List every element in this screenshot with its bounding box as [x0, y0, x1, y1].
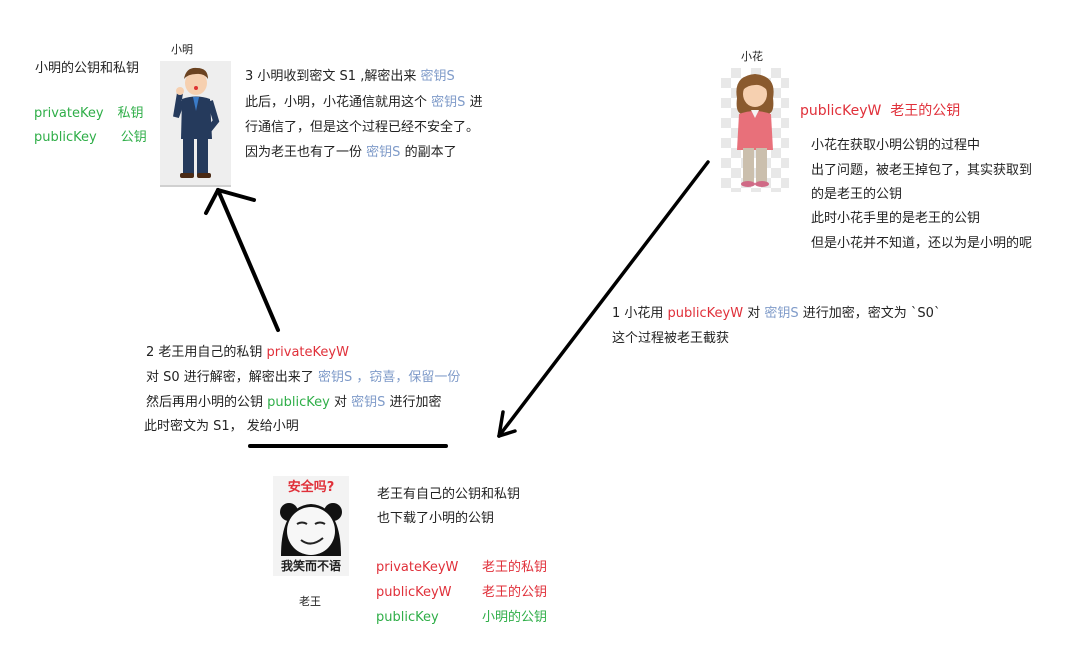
step3-text: 进: [469, 95, 483, 110]
step2-line1: 2 老王用自己的私钥 privateKeyW: [146, 343, 349, 363]
panda-meme-icon: [280, 503, 342, 556]
laowang-avatar: 安全吗? 我笑而不语: [273, 476, 349, 576]
xiaoming-avatar: [160, 61, 231, 187]
step1-text: 1 小花用: [612, 306, 664, 321]
xiaohua-held-key: publicKeyW 老王的公钥: [800, 101, 960, 121]
step1-line1: 1 小花用 publicKeyW 对 密钥S 进行加密，密文为 `S0`: [612, 304, 940, 324]
key-name: privateKeyW: [376, 560, 459, 575]
step3-line2: 此后，小明，小花通信就用这个 密钥S 进: [245, 93, 483, 113]
step2-text: 进行加密: [389, 395, 442, 410]
secret-key-s: 密钥S: [431, 95, 466, 110]
step1-text: 对: [747, 306, 761, 321]
secret-key-s: 密钥S ，窃喜，保留一份: [317, 370, 461, 385]
secret-key-s: 密钥S: [351, 395, 386, 410]
xiaohua-note: 的是老王的公钥: [811, 187, 903, 202]
xiaohua-note: 但是小花并不知道，还以为是小明的呢: [811, 236, 1033, 251]
key-name: privateKey: [34, 106, 104, 121]
key-name: publicKeyW: [800, 103, 882, 119]
laowang-key-public-w: publicKeyW 老王的公钥: [376, 583, 547, 603]
arrow-to-xiaoming: [204, 188, 280, 332]
step2-text: 然后再用小明的公钥: [146, 395, 264, 410]
xiaoming-public-key: publicKey 公钥: [34, 128, 147, 148]
step2-line4: 此时密文为 S1， 发给小明: [144, 419, 299, 434]
meme-top-text: 安全吗?: [287, 480, 335, 495]
laowang-desc: 老王有自己的公钥和私钥: [377, 487, 521, 502]
key-name: publicKeyW: [376, 585, 452, 600]
key-desc: 老王的公钥: [890, 103, 961, 119]
businessman-icon: [173, 67, 220, 178]
step1-text: 进行加密，密文为 `S0`: [802, 306, 941, 321]
secret-key-s: 密钥S: [366, 145, 401, 160]
xiaoming-private-key: privateKey 私钥: [34, 104, 144, 124]
step2-text: 2 老王用自己的私钥: [146, 345, 263, 360]
step3-text: 3 小明收到密文 S1 ,解密出来: [245, 69, 417, 84]
step2-text: 对 S0 进行解密，解密出来了: [146, 370, 314, 385]
step2-line2: 对 S0 进行解密，解密出来了 密钥S ，窃喜，保留一份: [146, 368, 460, 388]
step3-text: 此后，小明，小花通信就用这个: [245, 95, 428, 110]
step1-line2: 这个过程被老王截获: [612, 331, 730, 346]
key-name: publicKey: [376, 610, 439, 625]
key-desc: 小明的公钥: [482, 610, 548, 625]
xiaohua-note: 小花在获取小明公钥的过程中: [811, 138, 981, 153]
laowang-key-public: publicKey 小明的公钥: [376, 608, 547, 628]
woman-icon: [736, 74, 774, 187]
secret-key-s: 密钥S: [420, 69, 455, 84]
public-key: publicKey: [267, 395, 330, 410]
key-desc: 老王的私钥: [482, 560, 548, 575]
xiaoming-name-label: 小明: [171, 43, 193, 56]
xiaohua-note: 此时小花手里的是老王的公钥: [811, 211, 981, 226]
step3-text: 的副本了: [404, 145, 457, 160]
step2-line3: 然后再用小明的公钥 publicKey 对 密钥S 进行加密: [146, 393, 442, 413]
laowang-name-label: 老王: [299, 595, 321, 608]
step3-line4: 因为老王也有了一份 密钥S 的副本了: [245, 143, 457, 163]
key-desc: 私钥: [117, 106, 144, 121]
public-key-w: publicKeyW: [667, 306, 744, 321]
xiaohua-name-label: 小花: [741, 50, 763, 63]
meme-bottom-text: 我笑而不语: [280, 559, 341, 573]
xiaoming-keys-title: 小明的公钥和私钥: [35, 61, 140, 76]
step2-text: 对: [333, 395, 347, 410]
xiaohua-note: 出了问题，被老王掉包了，其实获取到: [811, 163, 1033, 178]
step3-line3: 行通信了，但是这个过程已经不安全了。: [245, 120, 480, 135]
private-key-w: privateKeyW: [266, 345, 349, 360]
step3-text: 因为老王也有了一份: [245, 145, 363, 160]
xiaohua-avatar: [721, 68, 789, 192]
step3-line1: 3 小明收到密文 S1 ,解密出来 密钥S: [245, 67, 455, 87]
laowang-desc: 也下载了小明的公钥: [377, 511, 495, 526]
key-name: publicKey: [34, 130, 97, 145]
key-desc: 老王的公钥: [482, 585, 548, 600]
secret-key-s: 密钥S: [764, 306, 799, 321]
arrow-to-laowang: [497, 160, 710, 438]
key-desc: 公钥: [120, 130, 147, 145]
laowang-key-private-w: privateKeyW 老王的私钥: [376, 558, 547, 578]
